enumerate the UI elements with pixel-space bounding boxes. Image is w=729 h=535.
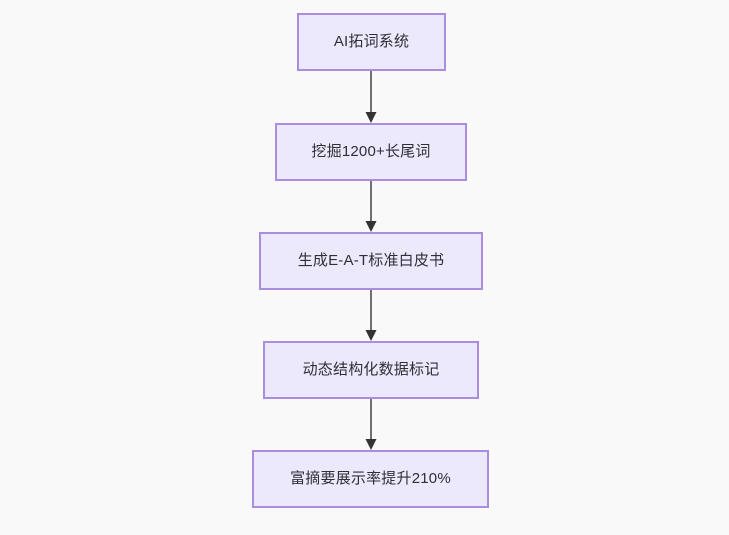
flowchart-node-dynamic-structured-data-markup[interactable]: 动态结构化数据标记 <box>263 341 479 399</box>
node-label: 挖掘1200+长尾词 <box>311 143 431 160</box>
flowchart-connector-4 <box>359 399 383 450</box>
flowchart-node-rich-snippet-impression-uplift[interactable]: 富摘要展示率提升210% <box>252 450 489 508</box>
flowchart-node-generate-eat-whitepaper[interactable]: 生成E-A-T标准白皮书 <box>259 232 483 290</box>
flowchart-connector-3 <box>359 290 383 341</box>
node-label: 动态结构化数据标记 <box>302 361 440 378</box>
node-label: AI拓词系统 <box>333 33 410 50</box>
flowchart-node-ai-keyword-system[interactable]: AI拓词系统 <box>297 13 446 71</box>
flowchart-connector-1 <box>359 71 383 123</box>
node-label: 富摘要展示率提升210% <box>290 470 451 487</box>
flowchart-connector-2 <box>359 181 383 232</box>
node-label: 生成E-A-T标准白皮书 <box>297 252 445 269</box>
flowchart-node-mine-longtail-keywords[interactable]: 挖掘1200+长尾词 <box>275 123 467 181</box>
